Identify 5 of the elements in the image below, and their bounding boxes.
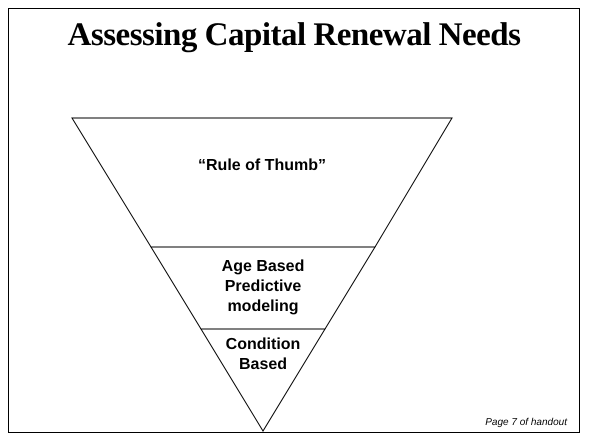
tier-label: Age Based Predictive modeling xyxy=(220,257,306,317)
tier-label: Condition Based xyxy=(224,335,302,375)
page-reference-note: Page 7 of handout xyxy=(485,417,567,428)
slide-title: Assessing Capital Renewal Needs xyxy=(66,17,522,54)
tier-label: “Rule of Thumb” xyxy=(197,156,327,176)
